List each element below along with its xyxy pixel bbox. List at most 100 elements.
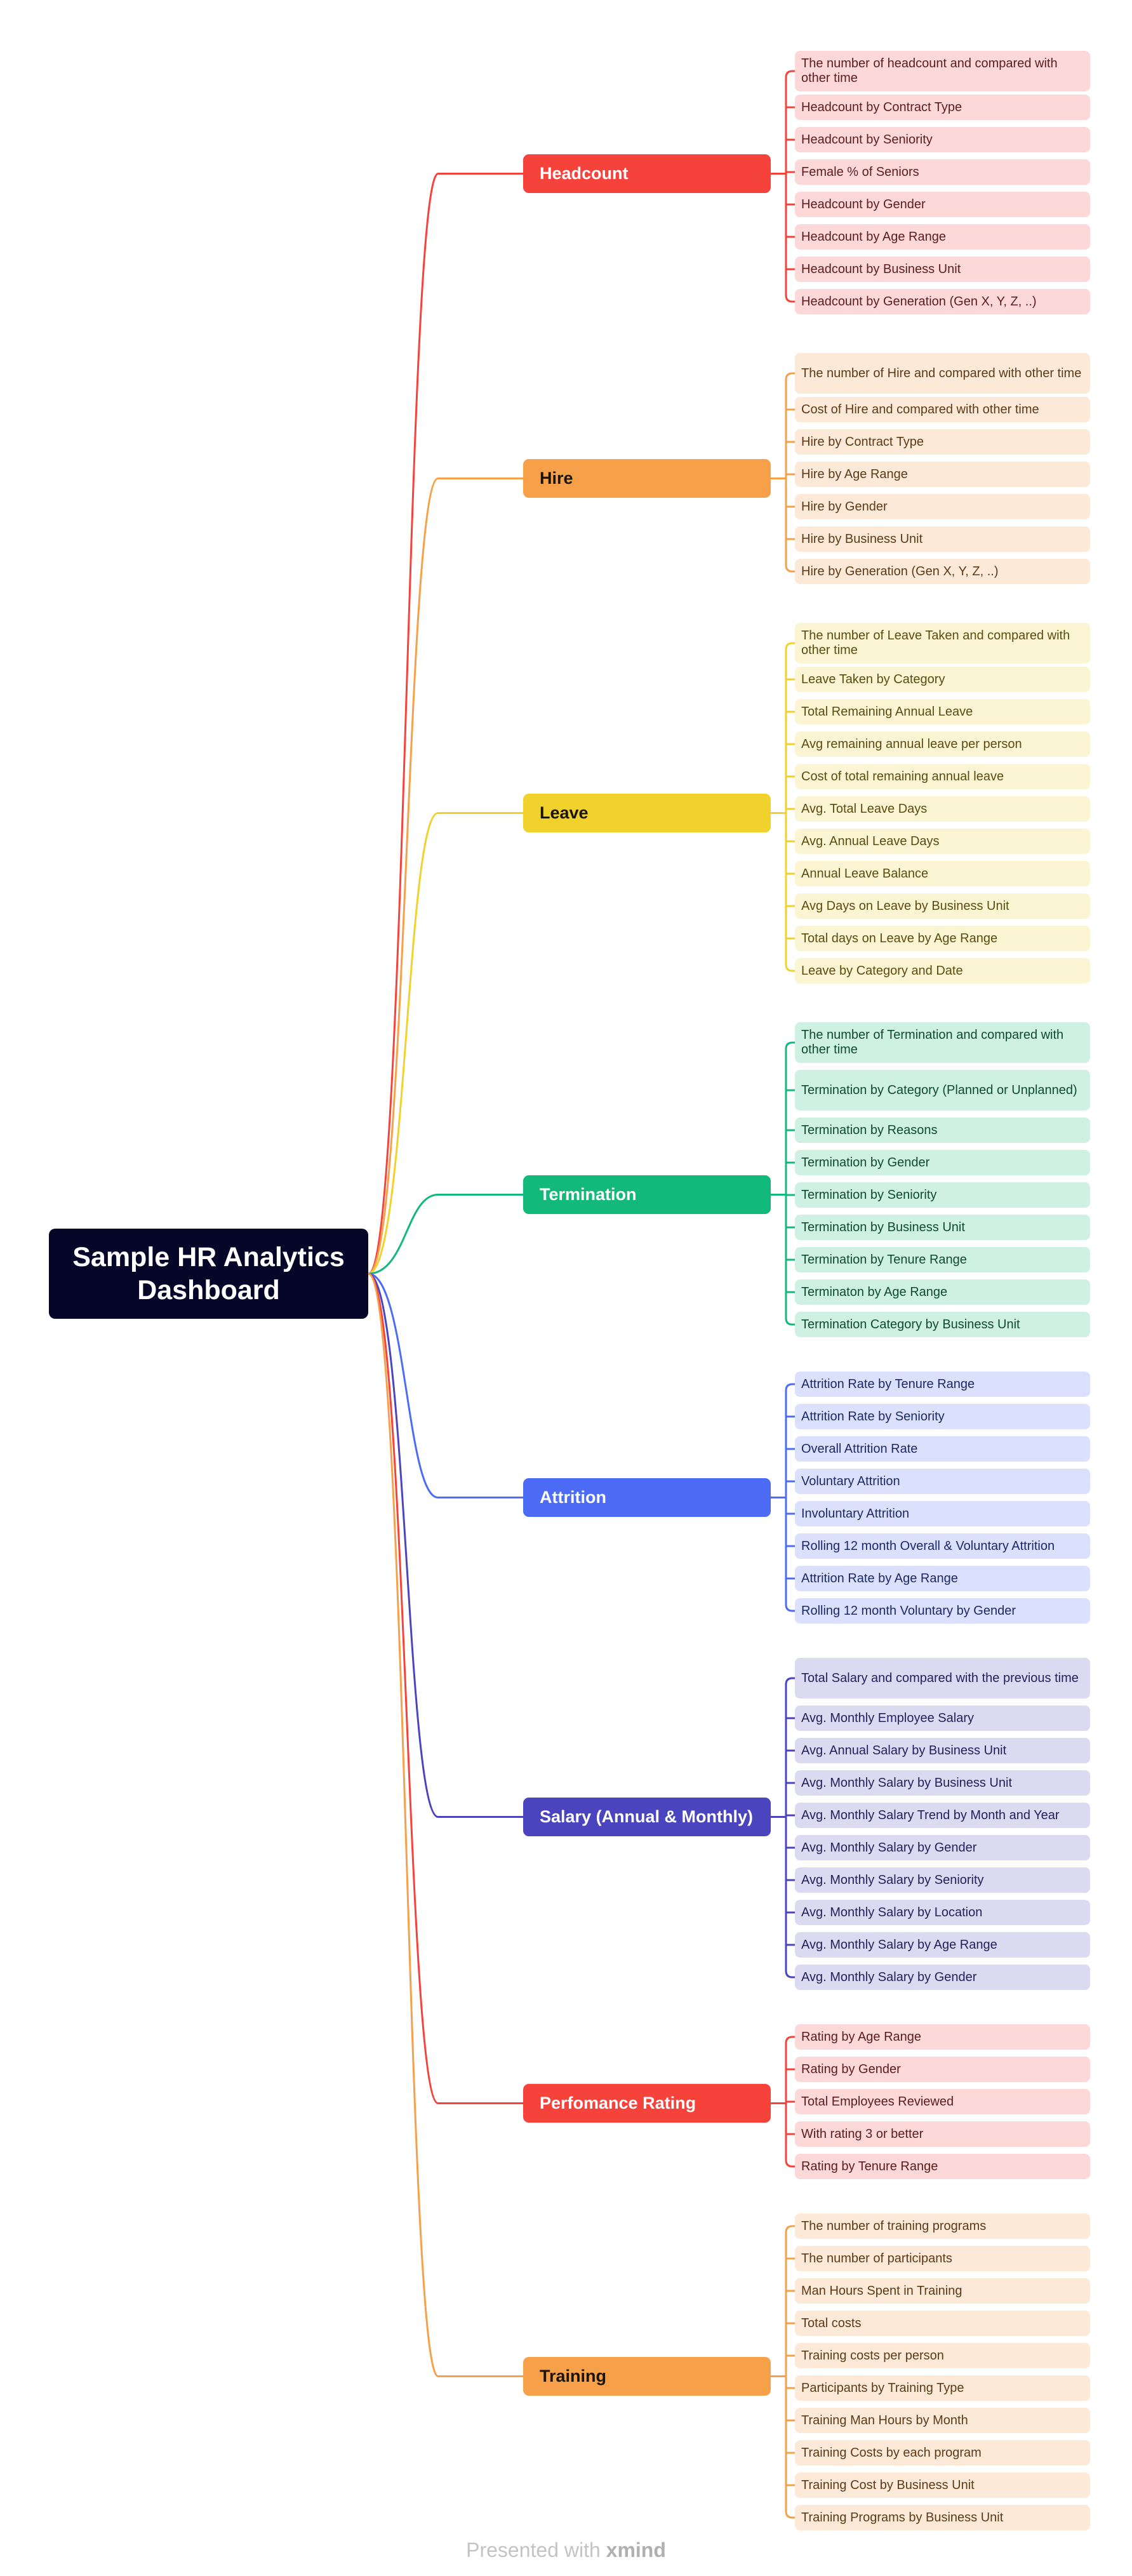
leaf-topic[interactable]: Total days on Leave by Age Range: [795, 926, 1090, 951]
leaf-topic[interactable]: Voluntary Attrition: [795, 1469, 1090, 1494]
root-connector: [368, 477, 523, 1275]
leaf-topic[interactable]: Avg. Monthly Salary by Gender: [795, 1965, 1090, 1990]
leaf-topic[interactable]: Avg. Monthly Salary Trend by Month and Y…: [795, 1803, 1090, 1828]
leaf-topic[interactable]: Avg. Monthly Employee Salary: [795, 1705, 1090, 1731]
branch-label: Headcount: [540, 164, 629, 183]
branch-label: Leave: [540, 803, 589, 822]
leaf-label: Total Remaining Annual Leave: [801, 704, 973, 719]
leaf-topic[interactable]: Hire by Gender: [795, 494, 1090, 519]
branch-training[interactable]: Training: [523, 2357, 771, 2396]
leaf-connector: [785, 1677, 795, 1685]
leaf-topic[interactable]: Overall Attrition Rate: [795, 1436, 1090, 1462]
leaf-topic[interactable]: Termination by Gender: [795, 1150, 1090, 1175]
leaf-topic[interactable]: Total costs: [795, 2311, 1090, 2336]
leaf-topic[interactable]: Avg remaining annual leave per person: [795, 731, 1090, 757]
leaf-topic[interactable]: Headcount by Age Range: [795, 224, 1090, 250]
leaf-topic[interactable]: Avg. Annual Leave Days: [795, 829, 1090, 854]
branch-headcount[interactable]: Headcount: [523, 154, 771, 193]
branch-salary-annual-monthly[interactable]: Salary (Annual & Monthly): [523, 1798, 771, 1836]
leaf-topic[interactable]: Cost of Hire and compared with other tim…: [795, 397, 1090, 422]
leaf-label: Avg. Annual Salary by Business Unit: [801, 1743, 1007, 1758]
leaf-topic[interactable]: Involuntary Attrition: [795, 1501, 1090, 1526]
leaf-topic[interactable]: Leave Taken by Category: [795, 667, 1090, 692]
leaf-topic[interactable]: Avg. Total Leave Days: [795, 796, 1090, 822]
leaf-topic[interactable]: Hire by Contract Type: [795, 429, 1090, 455]
branch-attrition[interactable]: Attrition: [523, 1478, 771, 1517]
leaf-topic[interactable]: Headcount by Gender: [795, 192, 1090, 217]
root-connector: [368, 1272, 523, 1498]
leaf-topic[interactable]: Termination Category by Business Unit: [795, 1312, 1090, 1337]
leaf-label: Termination by Business Unit: [801, 1220, 965, 1234]
leaf-topic[interactable]: Rating by Gender: [795, 2057, 1090, 2082]
leaf-label: Hire by Contract Type: [801, 434, 924, 449]
leaf-topic[interactable]: Hire by Generation (Gen X, Y, Z, ..): [795, 559, 1090, 584]
leaf-topic[interactable]: Rating by Tenure Range: [795, 2154, 1090, 2179]
leaf-label: Training Costs by each program: [801, 2445, 982, 2460]
leaf-topic[interactable]: Headcount by Contract Type: [795, 95, 1090, 120]
leaf-topic[interactable]: Training Cost by Business Unit: [795, 2473, 1090, 2498]
leaf-topic[interactable]: Total Remaining Annual Leave: [795, 699, 1090, 724]
leaf-topic[interactable]: Training Programs by Business Unit: [795, 2505, 1090, 2530]
leaf-topic[interactable]: Avg. Monthly Salary by Location: [795, 1900, 1090, 1925]
leaf-topic[interactable]: Termination by Seniority: [795, 1182, 1090, 1208]
branch-hire[interactable]: Hire: [523, 459, 771, 498]
leaf-topic[interactable]: Leave by Category and Date: [795, 958, 1090, 984]
leaf-label: The number of participants: [801, 2251, 952, 2266]
leaf-topic[interactable]: Avg. Monthly Salary by Gender: [795, 1835, 1090, 1860]
leaf-topic[interactable]: Avg. Monthly Salary by Business Unit: [795, 1770, 1090, 1796]
leaf-topic[interactable]: The number of Leave Taken and compared w…: [795, 623, 1090, 664]
leaf-topic[interactable]: Avg. Monthly Salary by Seniority: [795, 1867, 1090, 1893]
leaf-topic[interactable]: The number of Hire and compared with oth…: [795, 353, 1090, 394]
branch-termination[interactable]: Termination: [523, 1175, 771, 1214]
branch-leave[interactable]: Leave: [523, 794, 771, 832]
leaf-topic[interactable]: Headcount by Business Unit: [795, 257, 1090, 282]
leaf-topic[interactable]: Avg Days on Leave by Business Unit: [795, 893, 1090, 919]
leaf-topic[interactable]: Participants by Training Type: [795, 2375, 1090, 2401]
leaf-label: With rating 3 or better: [801, 2126, 924, 2141]
leaf-topic[interactable]: The number of Termination and compared w…: [795, 1022, 1090, 1063]
leaf-label: Avg. Monthly Employee Salary: [801, 1711, 974, 1725]
leaf-topic[interactable]: Training Costs by each program: [795, 2440, 1090, 2466]
leaf-topic[interactable]: Cost of total remaining annual leave: [795, 764, 1090, 789]
leaf-topic[interactable]: Rating by Age Range: [795, 2024, 1090, 2050]
leaf-topic[interactable]: Attrition Rate by Seniority: [795, 1404, 1090, 1429]
leaf-topic[interactable]: Termination by Business Unit: [795, 1215, 1090, 1240]
leaf-topic[interactable]: Rolling 12 month Voluntary by Gender: [795, 1598, 1090, 1624]
leaf-topic[interactable]: Attrition Rate by Age Range: [795, 1566, 1090, 1591]
leaf-topic[interactable]: Termination by Category (Planned or Unpl…: [795, 1070, 1090, 1111]
leaf-topic[interactable]: The number of participants: [795, 2246, 1090, 2271]
leaf-label: Rolling 12 month Voluntary by Gender: [801, 1603, 1016, 1618]
leaf-label: Hire by Generation (Gen X, Y, Z, ..): [801, 564, 999, 578]
leaf-topic[interactable]: Training costs per person: [795, 2343, 1090, 2368]
leaf-topic[interactable]: The number of training programs: [795, 2213, 1090, 2239]
leaf-topic[interactable]: The number of headcount and compared wit…: [795, 51, 1090, 91]
branch-perfomance-rating[interactable]: Perfomance Rating: [523, 2084, 771, 2123]
leaf-topic[interactable]: Terminaton by Age Range: [795, 1279, 1090, 1305]
branch-label: Training: [540, 2366, 607, 2386]
leaf-label: Cost of Hire and compared with other tim…: [801, 402, 1039, 417]
leaf-topic[interactable]: With rating 3 or better: [795, 2121, 1090, 2147]
leaf-topic[interactable]: Hire by Business Unit: [795, 526, 1090, 552]
leaf-topic[interactable]: Headcount by Seniority: [795, 127, 1090, 152]
leaf-topic[interactable]: Total Employees Reviewed: [795, 2089, 1090, 2114]
leaf-topic[interactable]: Attrition Rate by Tenure Range: [795, 1371, 1090, 1397]
branch-label: Perfomance Rating: [540, 2093, 696, 2112]
leaf-label: Avg. Monthly Salary by Age Range: [801, 1937, 997, 1952]
root-topic[interactable]: Sample HR Analytics Dashboard: [49, 1229, 368, 1319]
leaf-topic[interactable]: Hire by Age Range: [795, 462, 1090, 487]
leaf-label: Voluntary Attrition: [801, 1474, 900, 1488]
leaf-topic[interactable]: Headcount by Generation (Gen X, Y, Z, ..…: [795, 289, 1090, 314]
leaf-topic[interactable]: Termination by Reasons: [795, 1118, 1090, 1143]
leaf-topic[interactable]: Man Hours Spent in Training: [795, 2278, 1090, 2304]
leaf-connector: [785, 964, 795, 972]
leaf-topic[interactable]: Annual Leave Balance: [795, 861, 1090, 886]
leaf-topic[interactable]: Total Salary and compared with the previ…: [795, 1658, 1090, 1698]
leaf-topic[interactable]: Training Man Hours by Month: [795, 2408, 1090, 2433]
leaf-topic[interactable]: Termination by Tenure Range: [795, 1247, 1090, 1272]
leaf-topic[interactable]: Avg. Annual Salary by Business Unit: [795, 1738, 1090, 1763]
leaf-label: Rating by Gender: [801, 2062, 901, 2076]
leaf-connector: [785, 372, 795, 380]
leaf-topic[interactable]: Rolling 12 month Overall & Voluntary Att…: [795, 1533, 1090, 1559]
leaf-topic[interactable]: Avg. Monthly Salary by Age Range: [795, 1932, 1090, 1958]
leaf-topic[interactable]: Female % of Seniors: [795, 159, 1090, 185]
